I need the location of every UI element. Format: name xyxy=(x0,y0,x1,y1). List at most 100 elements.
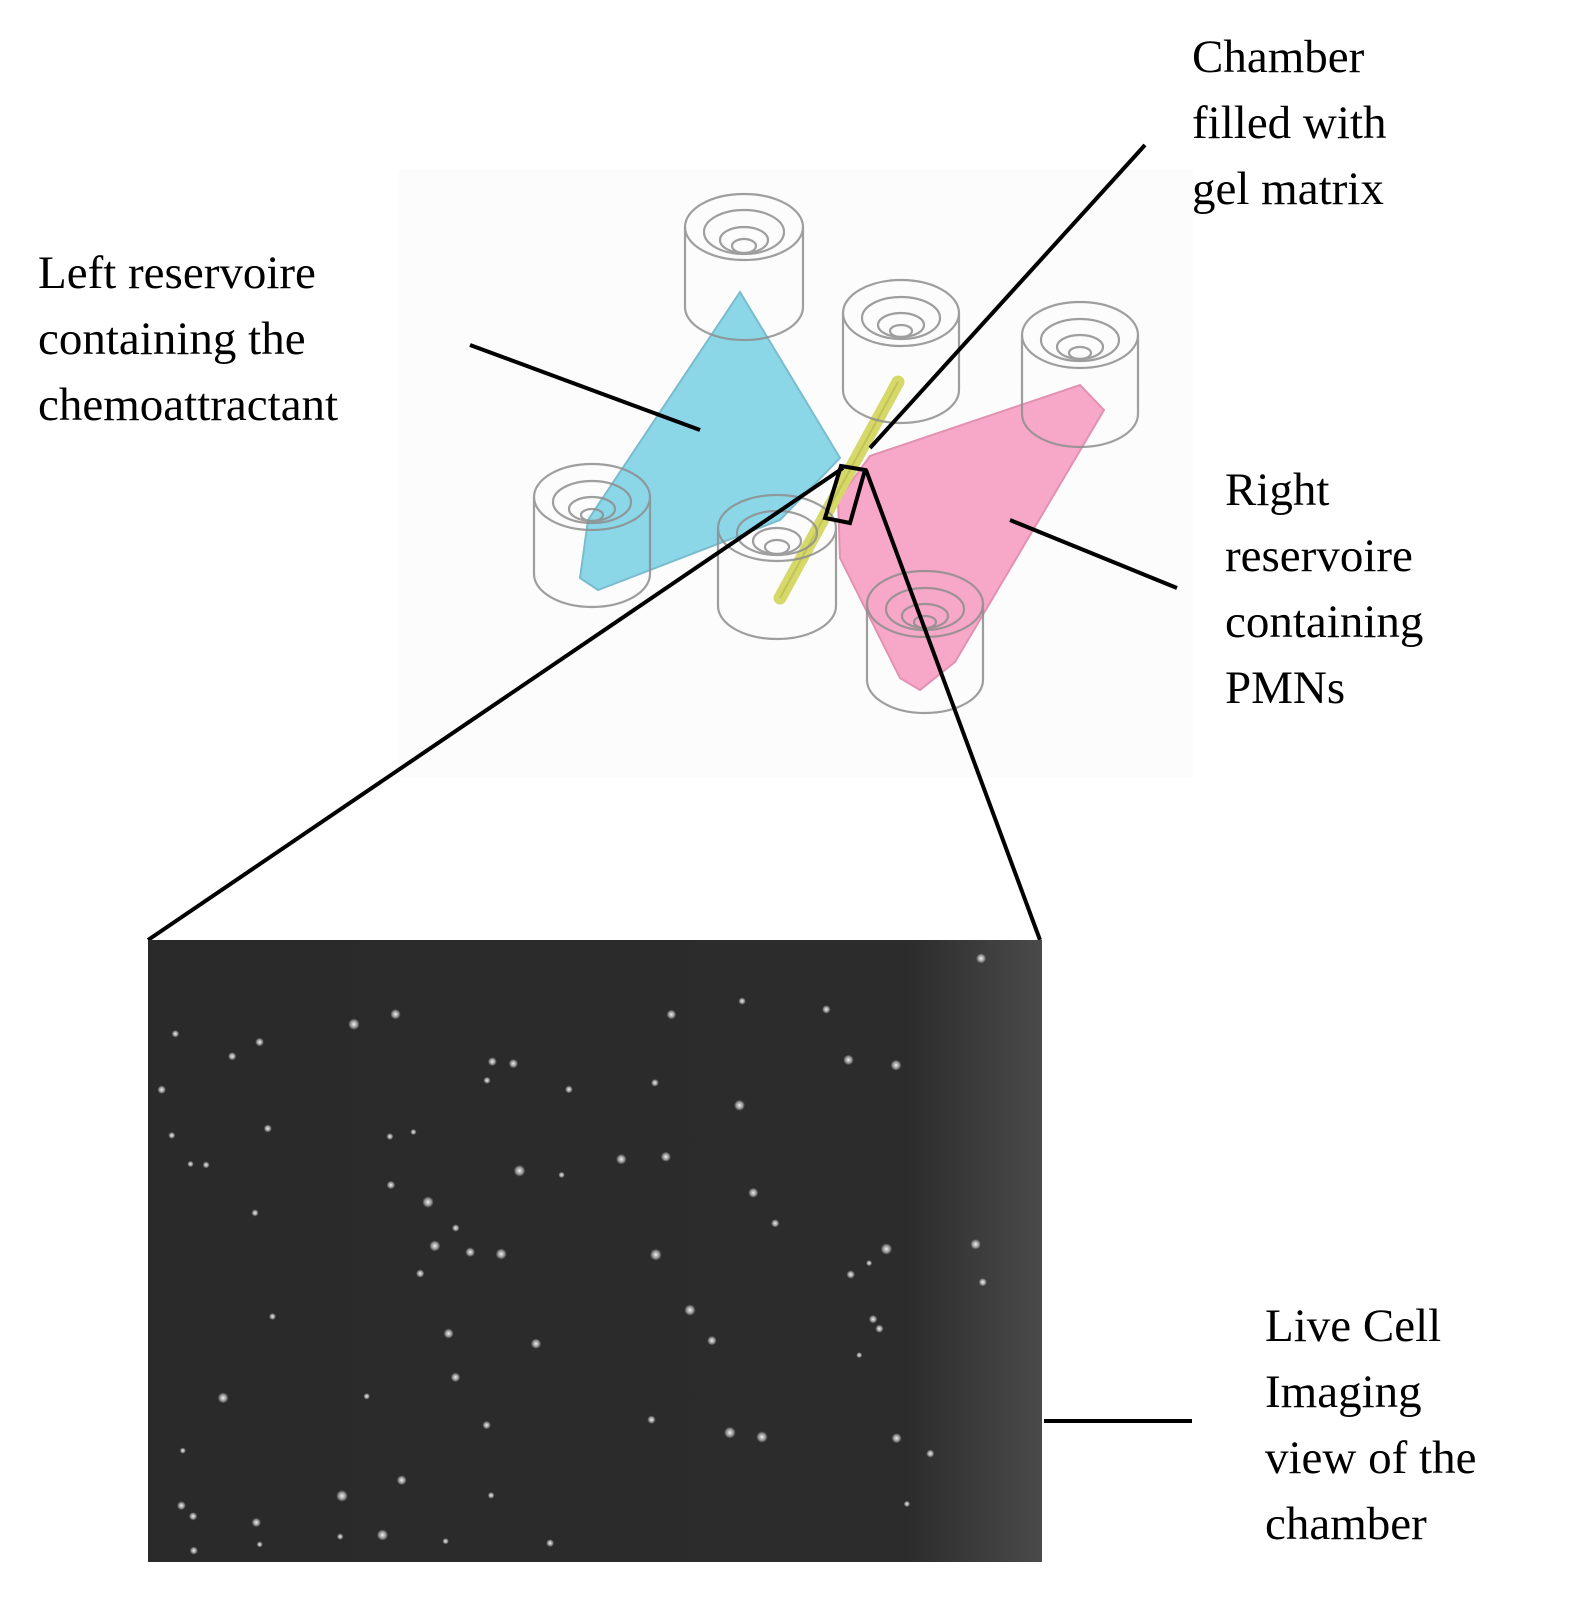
cell-dot xyxy=(386,1180,396,1190)
label-live-cell-line-1: Live Cell xyxy=(1265,1300,1442,1352)
leader-right-reservoir xyxy=(1009,518,1178,590)
cell-dot xyxy=(771,1219,780,1228)
cell-dot xyxy=(976,953,987,964)
cell-dot xyxy=(890,1059,902,1071)
zoom-region-box xyxy=(822,463,868,526)
cell-dot xyxy=(465,1247,476,1258)
leader-left-reservoir xyxy=(469,343,701,432)
cell-dot xyxy=(443,1328,454,1339)
cell-dot xyxy=(647,1415,656,1424)
well-right xyxy=(1020,300,1140,449)
cell-dot xyxy=(846,1270,855,1279)
cell-dot xyxy=(738,997,746,1005)
cell-dot xyxy=(891,1433,902,1444)
cell-dot xyxy=(868,1314,878,1324)
cell-dot xyxy=(546,1539,555,1548)
port-wells xyxy=(532,192,1140,715)
cell-dot xyxy=(157,1085,166,1094)
label-left-reservoir-line-1: Left reservoire xyxy=(38,247,316,299)
cell-dot xyxy=(168,1131,176,1139)
label-chamber-line-1: Chamber xyxy=(1192,31,1365,83)
label-right-reservoir-line-4: PMNs xyxy=(1225,662,1346,714)
label-right-reservoir-line-3: containing xyxy=(1225,596,1424,648)
cell-dot xyxy=(176,1501,186,1511)
cell-dot xyxy=(255,1037,264,1047)
label-left-reservoir-line-3: chemoattractant xyxy=(38,379,339,431)
cell-dot xyxy=(495,1248,507,1260)
label-right-reservoir: Right reservoire containing PMNs xyxy=(1225,457,1423,721)
cell-dot xyxy=(363,1393,371,1400)
cell-dot xyxy=(348,1018,360,1030)
cell-dot xyxy=(189,1546,198,1555)
cell-dot xyxy=(649,1248,662,1261)
leader-chamber xyxy=(868,143,1147,450)
cell-dot xyxy=(707,1335,717,1346)
cell-dot xyxy=(866,1260,873,1267)
cell-dot xyxy=(228,1052,237,1061)
cell-dot xyxy=(856,1352,863,1359)
cell-dot xyxy=(263,1124,272,1133)
label-chamber: Chamber filled with gel matrix xyxy=(1192,24,1387,222)
cell-dot xyxy=(558,1171,565,1179)
label-left-reservoir: Left reservoire containing the chemoattr… xyxy=(38,240,338,438)
cell-dot xyxy=(336,1533,344,1540)
well-left xyxy=(532,462,652,609)
cell-dot xyxy=(822,1005,831,1014)
cell-dot xyxy=(450,1372,461,1383)
cell-dot xyxy=(724,1426,736,1439)
cell-dot xyxy=(565,1085,573,1094)
cell-dot xyxy=(684,1304,696,1316)
cell-dot xyxy=(179,1447,186,1454)
zoom-line-left xyxy=(146,466,845,942)
cell-dot xyxy=(483,1076,491,1084)
label-live-cell-imaging: Live Cell Imaging view of the chamber xyxy=(1265,1293,1476,1557)
cell-dot xyxy=(376,1529,389,1541)
gel-chamber-channel-edge xyxy=(779,381,899,599)
cell-dot xyxy=(926,1449,935,1458)
cell-dot xyxy=(843,1054,854,1066)
cell-dot xyxy=(748,1187,759,1198)
cell-dot xyxy=(188,1512,198,1521)
live-cell-micrograph xyxy=(148,940,1042,1562)
cell-dot xyxy=(410,1128,417,1136)
cell-dot xyxy=(390,1009,401,1020)
cell-dot xyxy=(429,1240,441,1252)
cell-dot xyxy=(396,1475,407,1486)
label-live-cell-line-4: chamber xyxy=(1265,1498,1427,1550)
label-live-cell-line-3: view of the xyxy=(1265,1432,1477,1484)
label-chamber-line-3: gel matrix xyxy=(1192,163,1384,215)
cell-dot xyxy=(422,1196,434,1208)
cell-dot xyxy=(666,1009,677,1020)
cell-dot xyxy=(442,1538,449,1545)
label-right-reservoir-line-2: reservoire xyxy=(1225,530,1413,582)
cell-dot xyxy=(487,1492,495,1499)
cell-dot xyxy=(903,1500,911,1508)
label-right-reservoir-line-1: Right xyxy=(1225,464,1330,516)
cell-dot xyxy=(217,1392,229,1404)
cell-dot xyxy=(336,1490,348,1502)
cell-dot xyxy=(416,1269,425,1278)
cells xyxy=(157,953,987,1555)
cell-dot xyxy=(256,1541,263,1548)
cell-dot xyxy=(660,1151,672,1162)
cell-dot xyxy=(978,1278,987,1287)
cell-dot xyxy=(970,1239,981,1250)
cell-dot xyxy=(733,1099,746,1111)
zoom-line-right xyxy=(864,469,1042,941)
cell-dot xyxy=(880,1243,893,1255)
cell-dot xyxy=(202,1161,210,1169)
label-chamber-line-2: filled with xyxy=(1192,97,1387,149)
cell-dot xyxy=(875,1324,884,1333)
label-left-reservoir-line-2: containing the xyxy=(38,313,306,365)
cell-dot xyxy=(513,1164,526,1177)
leader-lines xyxy=(146,143,1192,1423)
cell-dot xyxy=(487,1057,497,1067)
cell-dot xyxy=(171,1030,180,1038)
cell-dot xyxy=(530,1338,542,1349)
cell-dot xyxy=(651,1078,659,1087)
well-top-left xyxy=(683,192,805,342)
cell-dot xyxy=(482,1420,491,1430)
label-live-cell-line-2: Imaging xyxy=(1265,1366,1422,1418)
cell-dot xyxy=(616,1153,627,1165)
